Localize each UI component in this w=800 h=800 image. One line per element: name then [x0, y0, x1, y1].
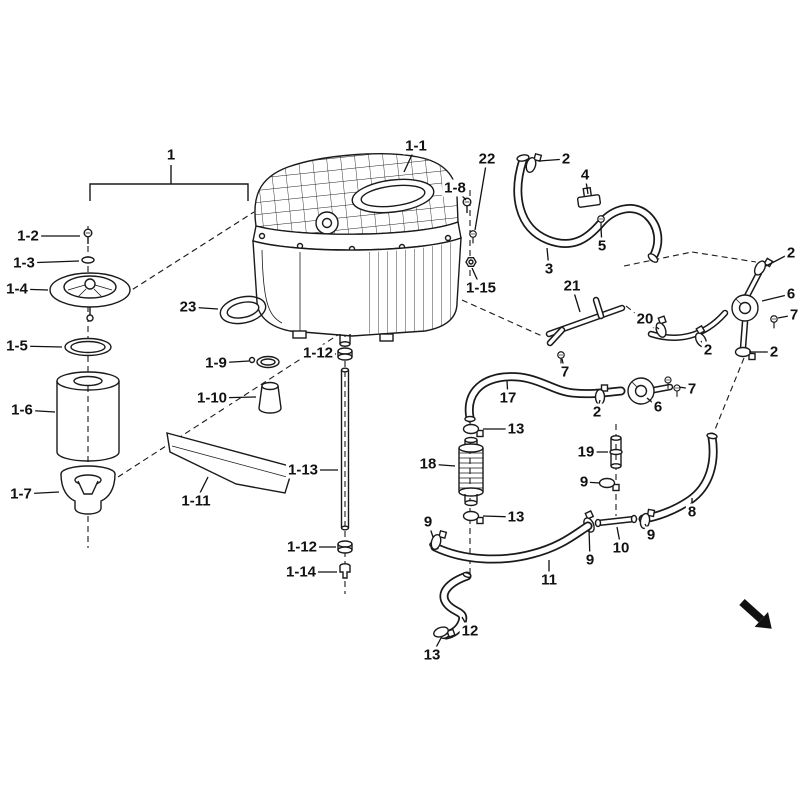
joint-19	[609, 435, 623, 469]
leader-line-9	[588, 528, 591, 561]
part-1-3-washer	[81, 256, 95, 264]
gasket-23	[219, 295, 267, 325]
clamp-13-bottom	[462, 510, 484, 525]
leader-line-13	[431, 637, 442, 656]
part-1-4-cover	[49, 272, 131, 322]
part-1-10-duct	[258, 381, 282, 414]
part-1-11-plate	[166, 432, 294, 494]
leader-line-13	[482, 515, 517, 518]
direction-arrow-icon	[739, 599, 772, 629]
part-1-2-screw	[83, 228, 93, 245]
clamp-13-top	[462, 423, 484, 438]
part-1-12-grommet-bottom	[337, 540, 353, 554]
leader-line-1-11	[195, 476, 209, 502]
part-22-screw	[469, 230, 477, 244]
connector-tube-upper	[647, 309, 729, 341]
leader-line-6	[646, 397, 659, 408]
leader-line-6	[761, 293, 792, 302]
leader-line-17	[506, 380, 509, 399]
leader-line-1-12	[317, 352, 337, 355]
part-1-5-oring	[64, 337, 112, 357]
filter-assembly-group	[49, 228, 131, 515]
leader-line-18	[427, 463, 456, 467]
bracket-1	[89, 165, 249, 201]
leader-line-1-4	[16, 288, 49, 291]
clamp-2-valve-bottom	[734, 346, 756, 361]
leader-line-10	[616, 526, 622, 549]
leader-line-9	[427, 521, 434, 538]
valve-6-upper	[731, 269, 763, 352]
leader-line-3	[546, 247, 550, 270]
leader-line-7	[561, 358, 566, 373]
hose-3	[513, 154, 663, 263]
leader-line-1-9	[215, 360, 250, 364]
valve-6-lower	[627, 377, 674, 405]
leader-line-23	[187, 306, 219, 310]
air-cleaner-box	[252, 153, 462, 347]
leader-line-22	[474, 158, 488, 231]
leader-line-7	[678, 386, 693, 390]
screw-7-upper-right	[770, 315, 778, 329]
part-1-7-holder	[60, 465, 116, 515]
joint-10	[594, 514, 638, 528]
leader-line-9	[583, 481, 601, 484]
leader-line-1-7	[20, 491, 60, 495]
hose-8	[638, 432, 718, 524]
leader-line-5	[600, 227, 603, 247]
leader-line-1-15	[471, 267, 482, 289]
part-1-13-drain-tube	[340, 367, 350, 531]
leader-line-1-10	[211, 396, 257, 399]
part-1-14-bolt	[339, 563, 351, 579]
clamp-9-under-19	[598, 477, 620, 492]
pipe-21	[545, 296, 626, 347]
part-1-6-filter-element	[56, 371, 120, 462]
corrugated-tube-18	[458, 436, 484, 507]
leader-line-21	[571, 285, 581, 313]
joint-4	[576, 186, 602, 208]
part-1-9-clamp	[248, 355, 280, 369]
hose-12	[439, 571, 472, 640]
leader-line-7	[777, 314, 795, 319]
part-1-15-nut	[465, 257, 477, 267]
leader-line-1-6	[21, 409, 56, 413]
hose-11	[429, 521, 593, 564]
leader-line-1-3	[23, 260, 80, 264]
leader-line-1-5	[16, 345, 63, 348]
leader-line-2	[538, 158, 567, 162]
part-1-12-grommet-top	[337, 347, 353, 361]
